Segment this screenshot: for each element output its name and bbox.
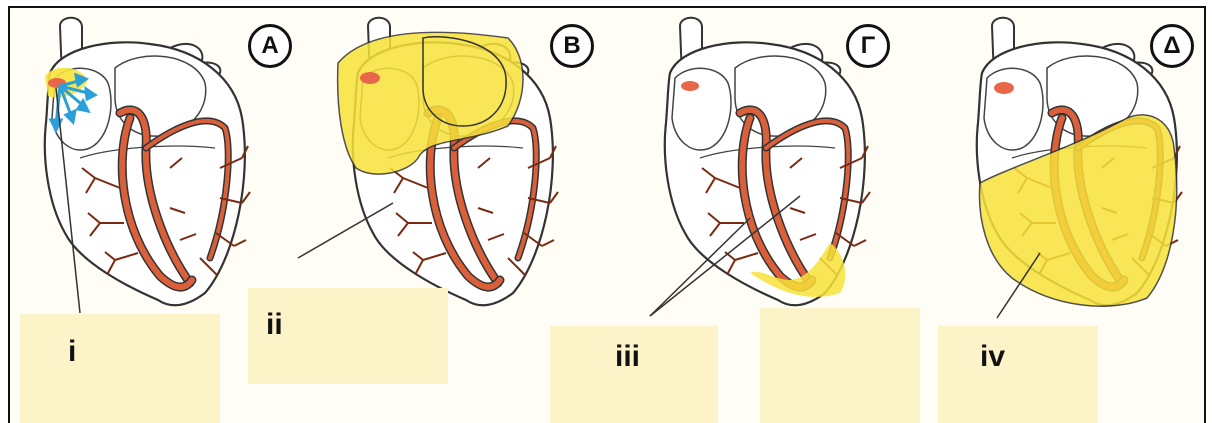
sinoatrial-node [994, 82, 1014, 94]
label-box-empty [760, 308, 920, 423]
label-iii: iii [615, 340, 640, 374]
label-i: i [68, 335, 76, 369]
panel-letter-b: B [550, 24, 594, 68]
label-box-i [20, 314, 220, 423]
label-ii: ii [266, 308, 283, 342]
sinoatrial-node [360, 72, 380, 84]
heart-panel-gamma [650, 18, 870, 316]
label-iv: iv [980, 340, 1005, 374]
heart-panel-b [298, 18, 558, 306]
heart-panel-a [45, 18, 250, 313]
panel-letter-a: A [248, 24, 292, 68]
diagram-frame: i ii iii iv A B Γ Δ [8, 6, 1206, 423]
panel-letter-delta: Δ [1150, 24, 1194, 68]
panel-letter-gamma: Γ [846, 24, 890, 68]
heart-panel-delta [977, 18, 1182, 318]
label-box-iv [938, 326, 1098, 423]
sinoatrial-node [681, 81, 699, 91]
